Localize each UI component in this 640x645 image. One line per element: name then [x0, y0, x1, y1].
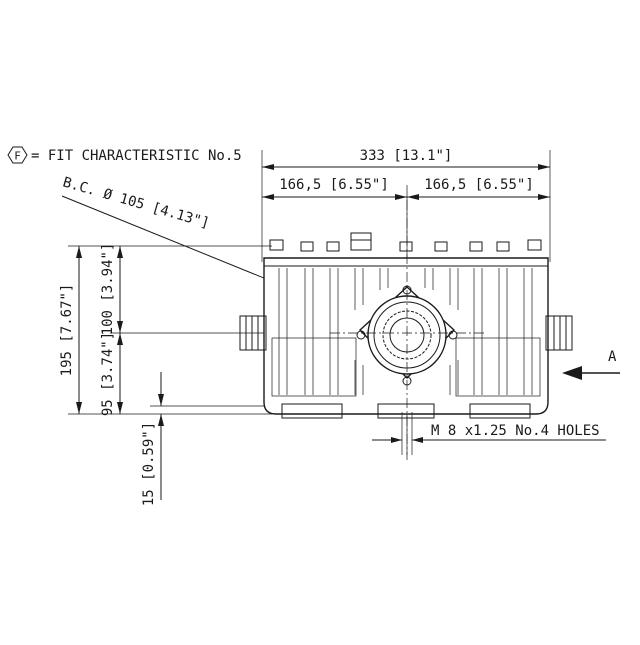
- bolt-circle-label: B.C. Ø 105 [4.13"]: [61, 174, 211, 231]
- cooling-fins: [278, 268, 533, 395]
- pump-body: [239, 200, 573, 460]
- half-width-left-label: 166,5 [6.55"]: [279, 177, 389, 193]
- holes-callout: M 8 x1.25 No.4 HOLES: [372, 412, 606, 455]
- upper-height-label: 100 [3.94"]: [100, 243, 116, 336]
- fit-characteristic-legend: F = FIT CHARACTERISTIC No.5: [7, 146, 242, 164]
- height-dimensions: 195 [7.67"] 100 [3.94"] 95 [3.74"] 15 [0…: [59, 243, 364, 506]
- lower-height-label: 95 [3.74"]: [100, 332, 116, 416]
- holes-label: M 8 x1.25 No.4 HOLES: [431, 423, 600, 439]
- view-arrow: A: [562, 349, 620, 380]
- fit-characteristic-text: = FIT CHARACTERISTIC No.5: [31, 148, 242, 164]
- foot-height-label: 15 [0.59"]: [141, 422, 157, 506]
- total-height-label: 195 [7.67"]: [59, 284, 75, 377]
- fit-symbol-letter: F: [14, 150, 21, 163]
- right-shaft: [545, 315, 573, 351]
- overall-width-label: 333 [13.1"]: [360, 148, 453, 164]
- bolt-hole-right: [448, 330, 458, 340]
- width-dimensions: 333 [13.1"] 166,5 [6.55"] 166,5 [6.55"]: [261, 148, 551, 455]
- bolt-hole-left: [356, 330, 366, 340]
- view-label: A: [608, 349, 617, 365]
- left-shaft: [239, 315, 267, 351]
- half-width-right-label: 166,5 [6.55"]: [424, 177, 534, 193]
- fit-symbol-icon: [7, 146, 28, 164]
